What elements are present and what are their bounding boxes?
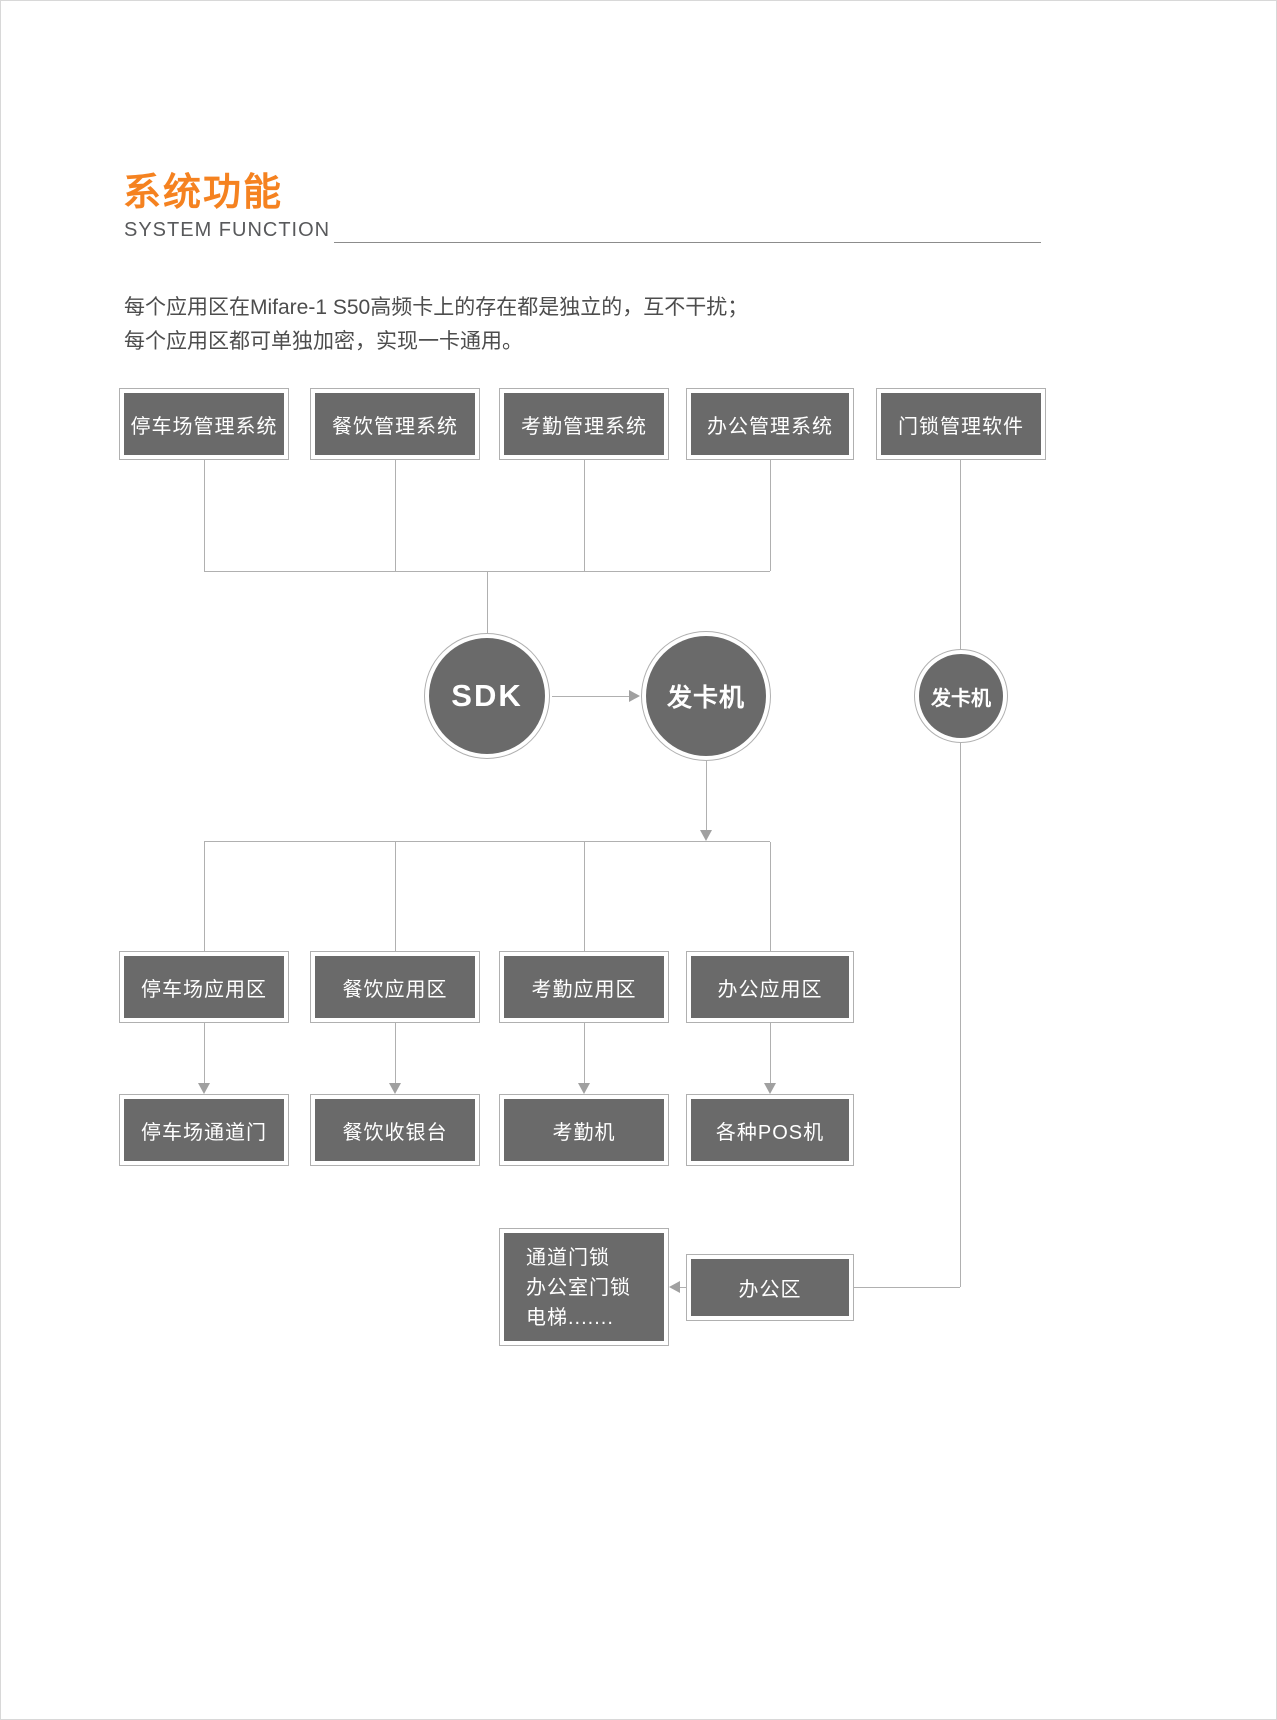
sdk-circle: SDK [429,638,545,754]
system-box-label: 门锁管理软件 [898,415,1024,438]
system-box-label: 办公管理系统 [707,415,833,438]
zone-box-label: 办公应用区 [717,978,823,1001]
connector-line [487,571,488,633]
system-box-office: 办公管理系统 [691,393,849,455]
device-box-label: 停车场通道门 [141,1121,267,1144]
lock-targets-box: 通道门锁 办公室门锁 电梯....... [504,1233,664,1341]
connector-line [770,842,771,951]
card-issuer-label: 发卡机 [931,687,991,710]
system-box-catering: 餐饮管理系统 [315,393,475,455]
connector-line [680,1287,686,1288]
intro-line-2: 每个应用区都可单独加密，实现一卡通用。 [124,330,523,353]
connector-line [204,1023,205,1083]
card-issuer-label: 发卡机 [666,684,745,712]
sdk-circle-label: SDK [451,678,523,713]
intro-text: 每个应用区在Mifare-1 S50高频卡上的存在都是独立的，互不干扰； 每个应… [124,291,748,359]
connector-line [770,1023,771,1083]
connector-line [706,761,707,830]
system-box-parking: 停车场管理系统 [124,393,284,455]
connector-line [854,1287,960,1288]
system-box-label: 停车场管理系统 [130,415,278,438]
device-box-pos: 各种POS机 [691,1099,849,1161]
arrow-down-icon [389,1083,401,1094]
intro-line-1: 每个应用区在Mifare-1 S50高频卡上的存在都是独立的，互不干扰； [124,296,749,319]
lock-target-line: 电梯....... [526,1307,614,1329]
device-box-label: 餐饮收银台 [342,1121,448,1144]
connector-line [584,1023,585,1083]
zone-box-attendance: 考勤应用区 [504,956,664,1018]
connector-line [584,460,585,571]
connector-line [395,1023,396,1083]
system-box-doorlock: 门锁管理软件 [881,393,1041,455]
zone-box-label: 停车场应用区 [141,978,267,1001]
office-area-label: 办公区 [738,1279,802,1301]
lock-target-line: 通道门锁 [526,1247,610,1269]
header-divider [334,242,1041,243]
arrow-left-icon [669,1281,680,1293]
device-box-cashier: 餐饮收银台 [315,1099,475,1161]
connector-line [204,842,205,951]
connector-line [960,460,961,649]
lock-target-line: 办公室门锁 [526,1277,631,1299]
card-issuer-circle-right: 发卡机 [919,654,1003,738]
device-box-parking-gate: 停车场通道门 [124,1099,284,1161]
device-box-label: 考勤机 [552,1121,616,1144]
page-title: 系统功能 [123,172,284,214]
arrow-down-icon [700,830,712,841]
connector-line [204,460,205,571]
page-subtitle: SYSTEM FUNCTION [124,219,331,241]
connector-line [395,460,396,571]
system-box-label: 餐饮管理系统 [332,415,458,438]
connector-line [552,696,629,697]
zone-box-label: 餐饮应用区 [342,978,448,1001]
card-issuer-circle-main: 发卡机 [646,636,766,756]
device-box-attendance-machine: 考勤机 [504,1099,664,1161]
zone-box-label: 考勤应用区 [531,978,637,1001]
zone-box-parking: 停车场应用区 [124,956,284,1018]
arrow-down-icon [198,1083,210,1094]
connector-line [395,842,396,951]
system-box-label: 考勤管理系统 [521,415,647,438]
zone-box-catering: 餐饮应用区 [315,956,475,1018]
arrow-down-icon [764,1083,776,1094]
arrow-right-icon [629,690,640,702]
connector-line [770,460,771,571]
connector-line [584,842,585,951]
device-box-label: 各种POS机 [715,1121,825,1144]
office-area-box: 办公区 [691,1259,849,1316]
system-box-attendance: 考勤管理系统 [504,393,664,455]
connector-line [960,743,961,1287]
connector-line [204,841,770,842]
arrow-down-icon [578,1083,590,1094]
zone-box-office: 办公应用区 [691,956,849,1018]
